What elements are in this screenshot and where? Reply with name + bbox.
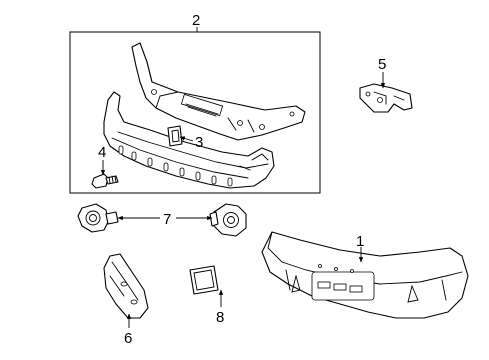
- fog-lamp-left: [77, 203, 119, 233]
- callout-1: 1: [356, 233, 364, 250]
- reinforcement-bar: [131, 42, 306, 141]
- clip: [167, 125, 183, 147]
- callout-4: 4: [98, 144, 106, 161]
- callout-5: 5: [378, 56, 386, 73]
- leader-3: [179, 136, 194, 142]
- front-bumper: [261, 231, 469, 319]
- assembly-frame: [69, 31, 321, 194]
- bolt: [91, 173, 119, 189]
- callout-2: 2: [192, 12, 200, 29]
- side-guard: [103, 253, 149, 319]
- bumper-absorber: [103, 91, 275, 189]
- callout-8: 8: [216, 309, 224, 326]
- fog-lamp-right: [209, 203, 247, 237]
- callout-3: 3: [195, 134, 203, 151]
- plate: [189, 265, 219, 295]
- callout-6: 6: [124, 330, 132, 347]
- callout-7: 7: [163, 211, 171, 228]
- bracket: [359, 83, 413, 113]
